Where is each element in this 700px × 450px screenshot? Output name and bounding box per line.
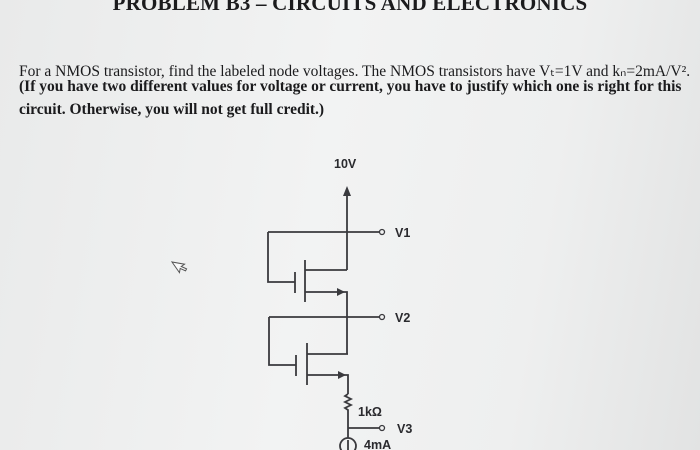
v1-label: V1: [395, 226, 410, 240]
m2-source: [307, 374, 349, 394]
v3-terminal: [378, 424, 386, 432]
page-heading: PROBLEM B3 – CIRCUITS AND ELECTRONICS: [112, 0, 588, 15]
v3-label: V3: [397, 422, 412, 436]
m2-source-arrow-icon: [338, 371, 346, 379]
resistor-label: 1kΩ: [358, 405, 382, 419]
current-source-label: 4mA: [364, 438, 391, 450]
v2-terminal: [378, 313, 386, 321]
v1-terminal: [378, 228, 386, 236]
m1-source: [305, 291, 348, 354]
problem-note-line2: circuit. Otherwise, you will not get ful…: [19, 101, 325, 118]
mouse-pointer-icon: [170, 261, 188, 274]
current-source: [339, 437, 357, 450]
supply-arrow-icon: [343, 186, 351, 196]
m1-gate-wire: [267, 232, 295, 283]
m2-gate-wire: [268, 317, 296, 366]
resistor-1k: [342, 393, 354, 438]
m1-source-arrow-icon: [337, 288, 345, 296]
problem-statement: For a NMOS transistor, find the labeled …: [19, 63, 691, 80]
problem-note-line1: (If you have two different values for vo…: [19, 78, 682, 95]
supply-label: 10V: [334, 157, 357, 171]
v2-label: V2: [395, 311, 410, 325]
